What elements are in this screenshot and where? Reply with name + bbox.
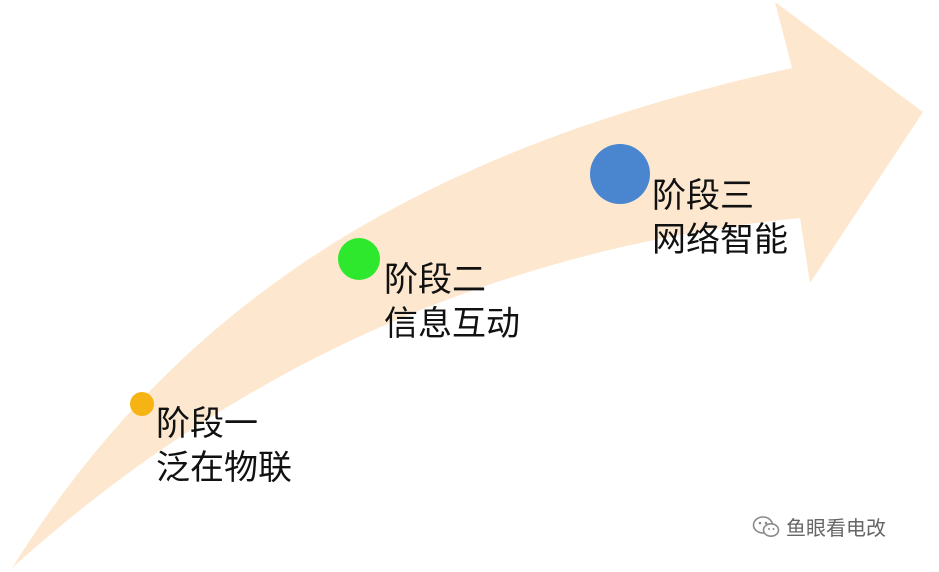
watermark: 鱼眼看电改 bbox=[752, 512, 886, 541]
stage-1-dot bbox=[130, 392, 154, 416]
stage-3-subtitle: 网络智能 bbox=[652, 220, 788, 260]
stage-2-subtitle: 信息互动 bbox=[384, 304, 520, 344]
stage-2-label: 阶段二 信息互动 bbox=[384, 258, 520, 346]
stage-3-title: 阶段三 bbox=[652, 176, 754, 216]
stage-2-title: 阶段二 bbox=[384, 260, 486, 300]
stage-3-dot bbox=[590, 144, 650, 204]
wechat-icon bbox=[752, 515, 780, 537]
stage-3-label: 阶段三 网络智能 bbox=[652, 174, 788, 262]
watermark-text: 鱼眼看电改 bbox=[786, 516, 886, 540]
stage-1-subtitle: 泛在物联 bbox=[156, 448, 292, 488]
stage-1-label: 阶段一 泛在物联 bbox=[156, 402, 292, 490]
stage-1-title: 阶段一 bbox=[156, 404, 258, 444]
stage-2-dot bbox=[338, 238, 380, 280]
